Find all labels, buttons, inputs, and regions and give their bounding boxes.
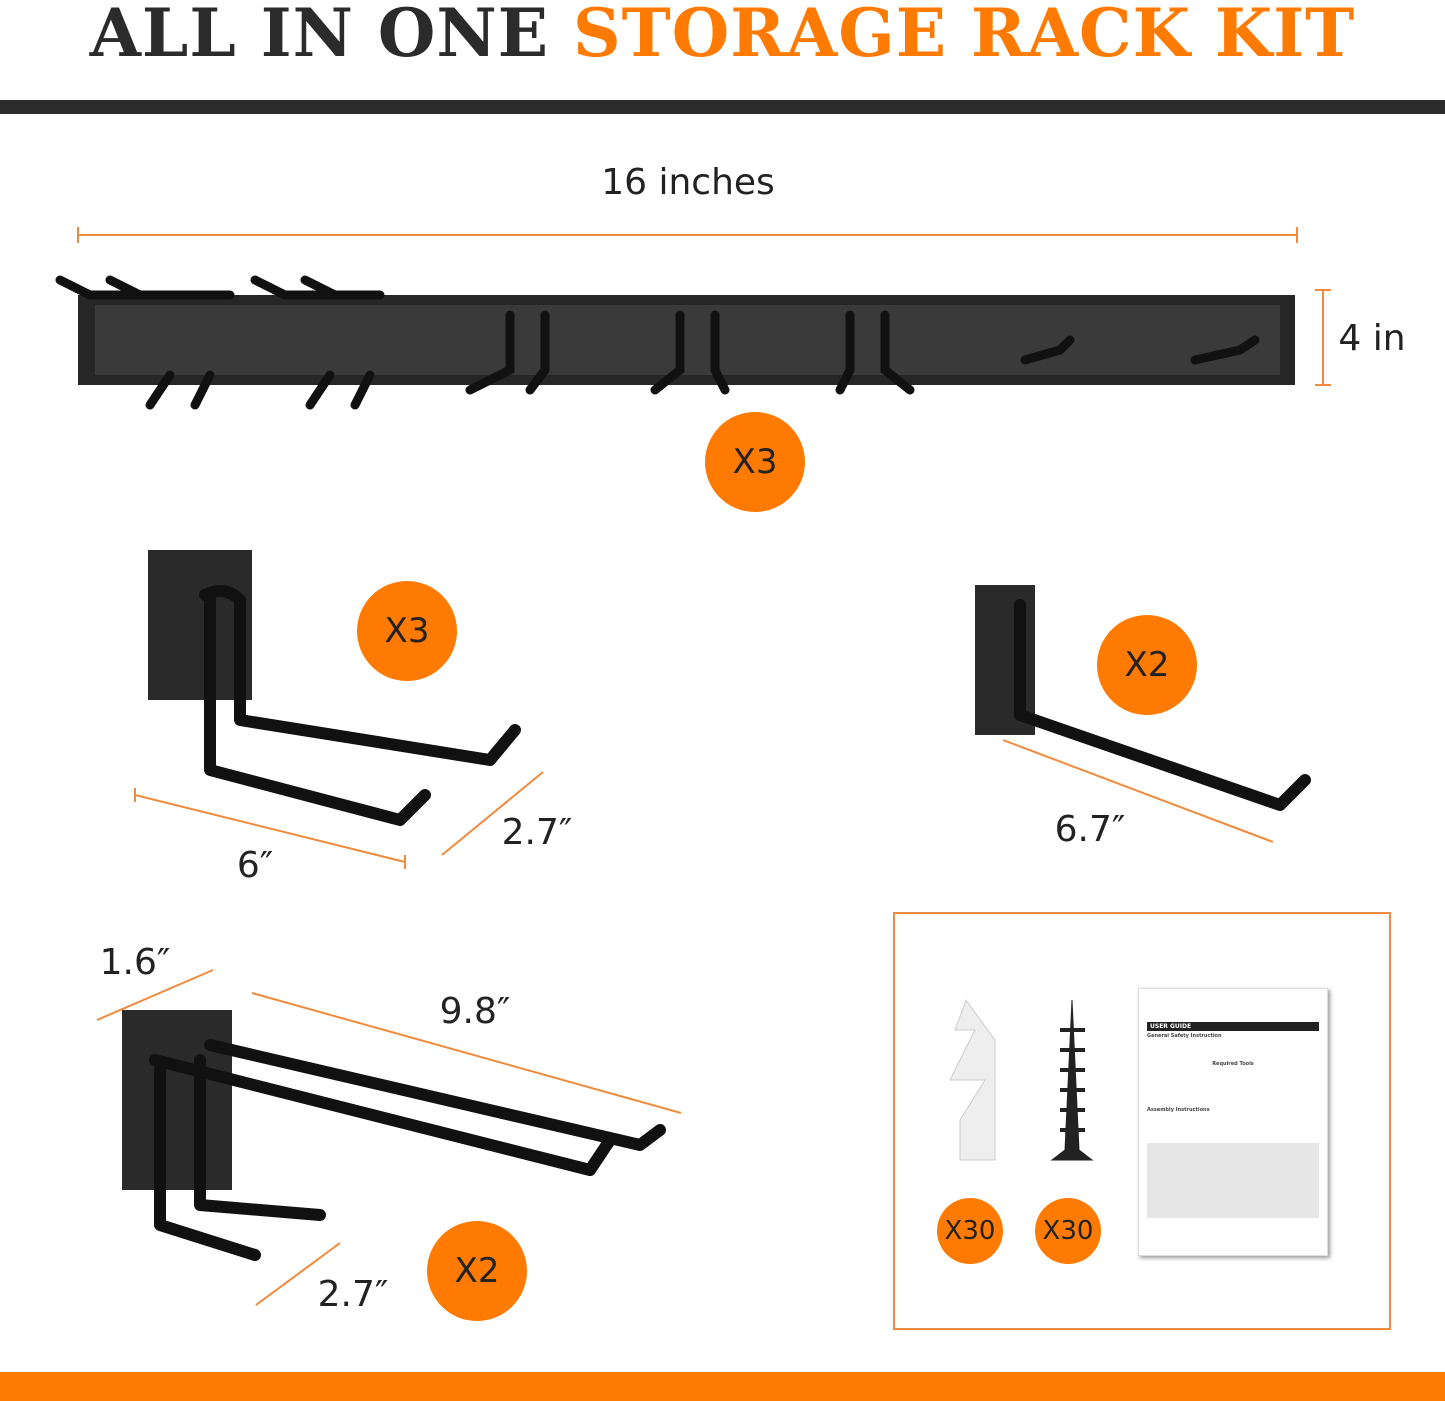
double-hook-quantity-badge: X2 (427, 1221, 527, 1321)
anchor-quantity-badge: X30 (937, 1198, 1003, 1264)
u-hook-depth-label: 2.7″ (501, 812, 573, 853)
screw-quantity-badge: X30 (1035, 1198, 1101, 1264)
double-hook-width-line (96, 969, 214, 1021)
double-hook-length-label: 9.8″ (439, 991, 511, 1032)
screw-icon (1050, 999, 1094, 1161)
u-hook-depth-line (441, 771, 544, 856)
long-hook-length-label: 6.7″ (1054, 809, 1126, 850)
rail-width-line (77, 227, 1298, 243)
long-hook (975, 585, 1311, 811)
u-hook-length-line (134, 788, 406, 869)
header-divider (0, 100, 1445, 114)
double-hook-depth-label: 2.7″ (317, 1274, 389, 1315)
long-hook-quantity-badge: X2 (1097, 615, 1197, 715)
guide-diagram (1147, 1143, 1319, 1218)
double-hook-width-label: 1.6″ (99, 942, 171, 983)
guide-section-tools: Required Tools (1212, 1061, 1254, 1067)
accessories-box (893, 912, 1391, 1330)
guide-section-assembly: Assembly Instructions (1147, 1107, 1210, 1113)
title-part-2: STORAGE RACK KIT (573, 0, 1356, 72)
footer-bar (0, 1372, 1445, 1401)
u-hook (148, 550, 521, 826)
user-guide-header: USER GUIDE (1147, 1022, 1319, 1031)
wall-anchor-icon (949, 998, 996, 1161)
guide-section-safety: General Safety Instruction (1147, 1033, 1222, 1039)
title-part-1: ALL IN ONE (89, 0, 550, 72)
rail-width-label: 16 inches (601, 162, 775, 203)
rail-height-line (1315, 289, 1331, 386)
dimension-lines (77, 227, 1331, 1306)
u-hook-quantity-badge: X3 (357, 581, 457, 681)
long-hook-length-line (1002, 739, 1274, 843)
user-guide-document: USER GUIDE General Safety Instruction Re… (1138, 988, 1328, 1256)
double-hook-depth-line (255, 1242, 341, 1306)
rail-quantity-badge: X3 (705, 412, 805, 512)
u-hook-length-label: 6″ (236, 845, 274, 886)
rail (55, 275, 1295, 410)
double-hook (122, 1010, 666, 1261)
rail-height-label: 4 in (1338, 318, 1406, 359)
page-title: ALL IN ONE STORAGE RACK KIT (0, 0, 1445, 72)
double-hook-length-line (251, 992, 682, 1114)
